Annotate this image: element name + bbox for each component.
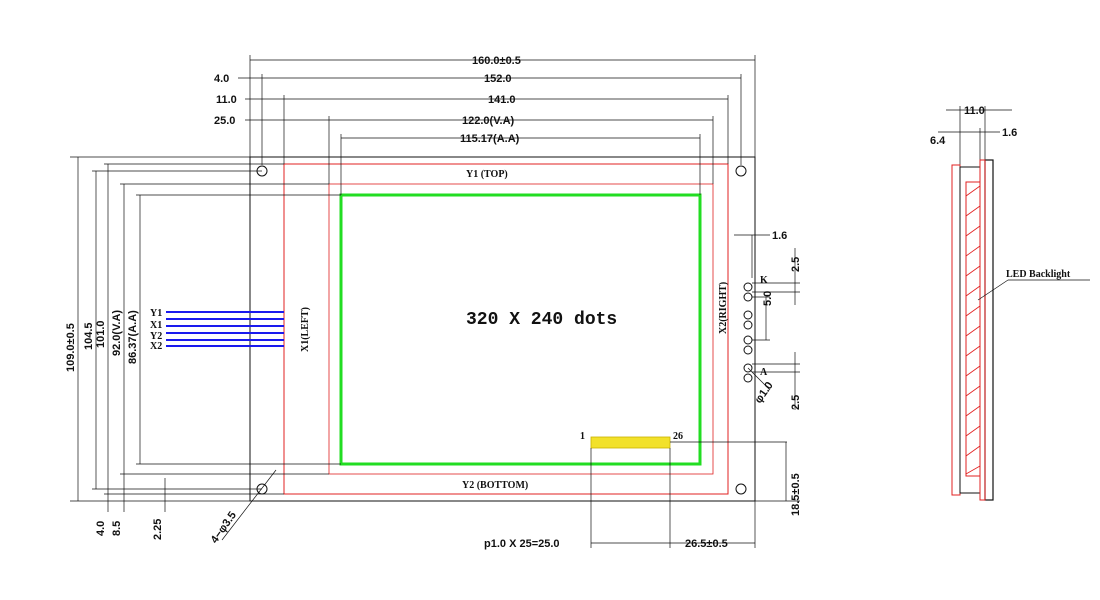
dim-hole-height: 104.5 [83, 322, 95, 350]
dim-right-18-5: 18.5±0.5 [790, 473, 802, 516]
lead-label-x2: X2 [150, 341, 162, 352]
led-backlight-label: LED Backlight [1006, 269, 1071, 280]
edge-label-right: X2(RIGHT) [718, 282, 729, 334]
touch-panel-outline [283, 163, 729, 495]
dim-aa-height: 86.37(A.A) [127, 310, 139, 364]
dim-pin-diameter: φ1.0 [753, 380, 776, 406]
pin-a-label: A [760, 367, 768, 378]
dim-right-2-5-bottom: 2.5 [790, 395, 802, 410]
dim-hole-diameter: 4−φ3.5 [209, 510, 239, 546]
mounting-hole-br [735, 483, 747, 495]
mounting-hole-tr [735, 165, 747, 177]
pin-26-label: 26 [673, 431, 683, 442]
lead-label-y1: Y1 [150, 308, 162, 319]
dim-offset-holes: 4.0 [214, 73, 229, 85]
lead-label-y2: Y2 [150, 331, 162, 342]
touch-flex-leads [166, 311, 284, 347]
viewing-area-outline [328, 183, 714, 475]
bottom-dimension-lines [590, 442, 800, 548]
right-dimension-lines [734, 157, 800, 410]
dim-hole-width: 152.0 [484, 73, 512, 85]
side-view [938, 106, 1090, 501]
dim-bottom-8-5: 8.5 [111, 521, 123, 536]
dim-offset-touch: 11.0 [216, 94, 237, 106]
edge-label-left: X1(LEFT) [300, 307, 311, 352]
dim-right-5-0: 5.0 [762, 291, 774, 306]
dim-touch-height: 101.0 [95, 320, 107, 348]
active-area [339, 193, 702, 466]
dim-overall-width: 160.0±0.5 [472, 55, 521, 67]
display-resolution-text: 320 X 240 dots [466, 310, 617, 330]
dim-va-width: 122.0(V.A) [462, 115, 515, 127]
backlight-pads [743, 282, 753, 383]
dim-bottom-2-25: 2.25 [152, 519, 164, 540]
pin-1-label: 1 [580, 431, 585, 442]
fpc-connector [590, 436, 671, 449]
dim-side-1-6: 1.6 [1002, 127, 1017, 139]
dim-overall-height: 109.0±0.5 [65, 323, 77, 372]
dim-touch-width: 141.0 [488, 94, 516, 106]
pin-k-label: K [760, 275, 768, 286]
lead-label-x1: X1 [150, 320, 162, 331]
dim-right-2-5-top: 2.5 [790, 257, 802, 272]
dim-aa-width: 115.17(A.A) [460, 133, 520, 145]
module-outline [249, 156, 756, 502]
dim-pin-pitch: p1.0 X 25=25.0 [484, 538, 560, 550]
dim-offset-va: 25.0 [214, 115, 235, 127]
edge-label-bottom: Y2 (BOTTOM) [462, 480, 528, 491]
dim-connector-right: 26.5±0.5 [685, 538, 728, 550]
dim-va-height: 92.0(V.A) [111, 310, 123, 356]
dim-side-6-4: 6.4 [930, 135, 946, 147]
dim-bottom-4: 4.0 [95, 521, 107, 536]
top-dimension-lines [238, 55, 756, 195]
dim-right-1-6: 1.6 [772, 230, 787, 242]
left-dimension-lines [70, 156, 341, 512]
dim-side-11-0: 11.0 [964, 105, 985, 117]
edge-label-top: Y1 (TOP) [466, 169, 508, 180]
